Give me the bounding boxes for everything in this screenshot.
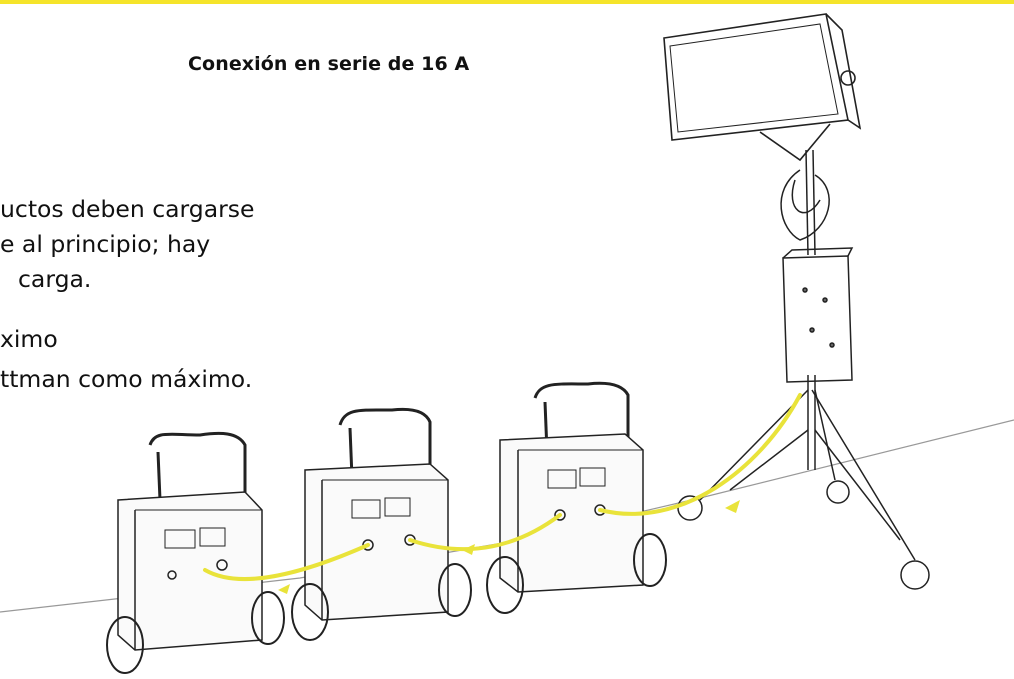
battery-unit-3 <box>486 381 667 614</box>
paragraph-line-3: carga. <box>18 265 92 293</box>
power-cables <box>203 393 802 582</box>
light-panel <box>663 13 862 162</box>
ballast-unit <box>782 247 854 383</box>
battery-unit-1 <box>106 431 285 674</box>
diagram-title: Conexión en serie de 16 A <box>188 53 470 75</box>
top-accent-bar <box>0 0 1014 4</box>
arrow-1 <box>278 584 290 594</box>
instruction-paragraph: uctos deben cargarse e al principio; hay… <box>0 192 254 297</box>
cable-2-to-3 <box>408 513 562 552</box>
list-item-2: ttman como máximo. <box>0 365 253 393</box>
arrow-2 <box>462 544 475 555</box>
list-item-1: ximo <box>0 325 58 353</box>
cable-1-to-2 <box>203 543 370 582</box>
arrow-3 <box>725 500 740 513</box>
battery-unit-2 <box>291 407 472 641</box>
flow-arrows <box>278 500 740 594</box>
cable-3-to-stand <box>598 393 802 516</box>
light-stand <box>677 149 930 590</box>
paragraph-line-2: e al principio; hay <box>0 230 211 258</box>
paragraph-line-1: uctos deben cargarse <box>0 195 255 223</box>
